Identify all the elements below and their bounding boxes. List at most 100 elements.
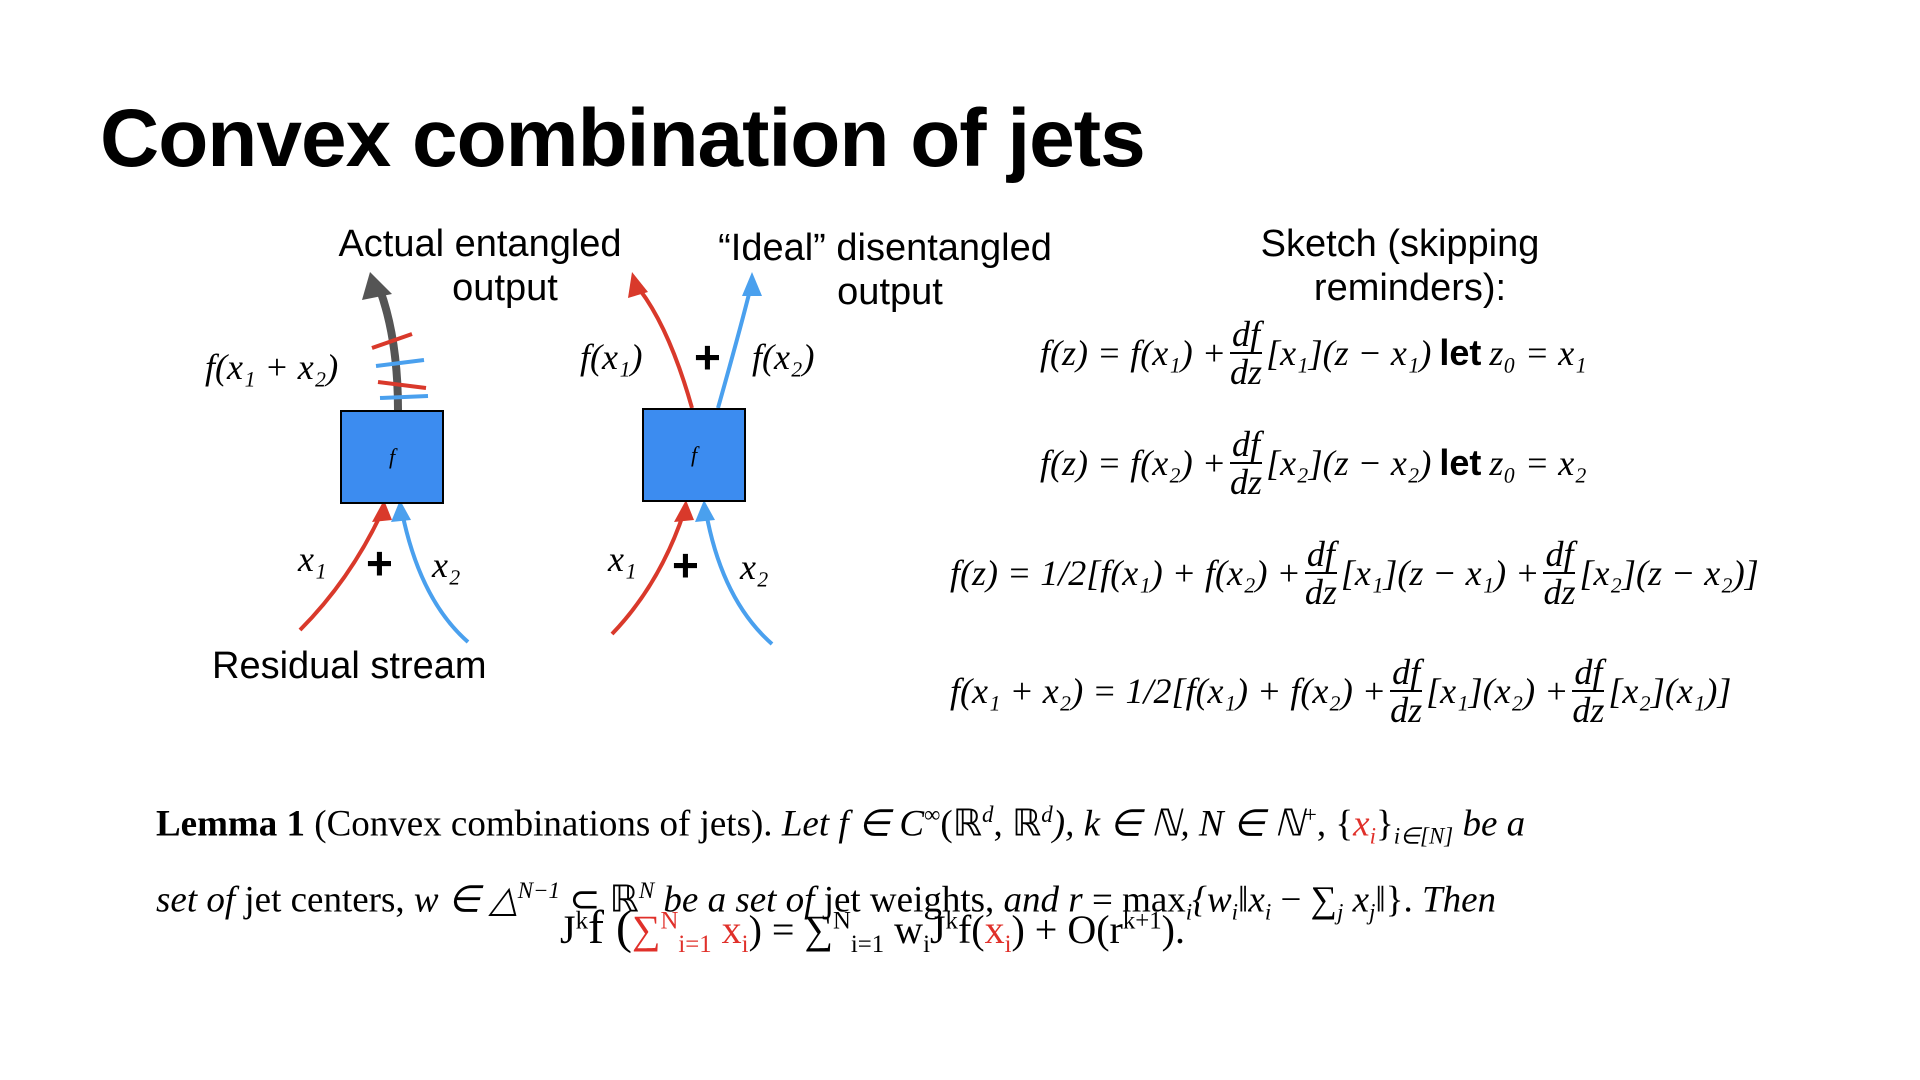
- lemma-l2-h-sub: i: [1185, 899, 1193, 925]
- left-input-x1-arrow: [298, 511, 384, 632]
- lemma-l2-d: ⊂ ℝ: [560, 879, 639, 921]
- lemma-l2-n: Then: [1412, 879, 1497, 921]
- eq1-lhs: f(z) = f(x₁) +: [1040, 333, 1227, 373]
- lemma-l2-a: set of: [156, 879, 236, 921]
- lemma-block: Lemma 1 (Convex combinations of jets). L…: [156, 788, 1776, 939]
- jet-sum: ∑: [631, 907, 661, 952]
- lemma-l2-c-sup: N−1: [517, 877, 561, 903]
- jet-c-sup: N: [832, 907, 851, 935]
- f-x2-label: f(x₂): [752, 337, 815, 377]
- jet-x-sub: i: [741, 931, 749, 958]
- jet-h: ) + O(r: [1011, 907, 1123, 952]
- label-residual-stream: Residual stream: [212, 645, 487, 687]
- jet-sum-sub: i=1: [678, 931, 712, 958]
- sketch-heading-line2: reminders):: [1313, 267, 1507, 309]
- eq2-num: df: [1230, 424, 1263, 464]
- jet-e-sup: k: [945, 907, 958, 935]
- lemma-p5-red-sub: i: [1369, 823, 1376, 849]
- lemma-p4-sup: +: [1303, 802, 1317, 827]
- eq3-rhs: [x₂](z − x₂)]: [1579, 553, 1759, 593]
- eq4-num2: df: [1572, 652, 1605, 692]
- jet-b: f (: [587, 901, 632, 954]
- right-output-blue-arrowhead: [742, 272, 762, 296]
- left-output-arrowhead: [362, 272, 392, 300]
- eq1-fraction: df dz: [1230, 316, 1263, 392]
- function-box-right-label: f: [690, 442, 698, 467]
- right-output-blue-arrow: [716, 289, 752, 409]
- eq3-mid: [x₁](z − x₁) +: [1340, 553, 1540, 593]
- eq4-mid: [x₁](x₂) +: [1426, 671, 1569, 711]
- lemma-l2-l: x: [1343, 879, 1370, 921]
- label-ideal-output: “Ideal” disentangled output: [690, 226, 1080, 314]
- lemma-p6: }: [1375, 803, 1394, 845]
- label-ideal-line2: output: [837, 271, 943, 313]
- lemma-p1-sup: ∞: [924, 802, 941, 827]
- lemma-p3: , ℝ: [993, 803, 1042, 845]
- right-input-x2-arrowhead: [695, 500, 715, 522]
- eq3-num1: df: [1304, 534, 1337, 574]
- jet-equation: Jkf (∑Ni=1 xi) = ∑Ni=1 wiJkf(xi) + O(rk+…: [560, 900, 1185, 959]
- eq1-den: dz: [1230, 352, 1263, 392]
- lemma-l2-g: and r: [994, 879, 1083, 921]
- right-output-red-arrow: [638, 288, 694, 409]
- eq1-let: let: [1439, 332, 1482, 373]
- jet-e: J: [929, 907, 946, 952]
- jet-d: w: [884, 907, 924, 952]
- equation-3: f(z) = 1/2[f(x₁) + f(x₂) + df dz [x₁](z …: [950, 536, 1759, 610]
- sketch-heading-line1: Sketch (skipping: [1260, 223, 1540, 265]
- lemma-line-2: set of jet centers, w ∈ △N−1 ⊂ ℝN be a s…: [156, 864, 1776, 940]
- right-output-red-arrowhead: [628, 272, 648, 298]
- f-sum-label: f(x₁ + x₂): [205, 347, 339, 387]
- eq2-let: let: [1439, 442, 1482, 483]
- jet-i: ).: [1161, 907, 1185, 952]
- jet-c-sub: i=1: [850, 931, 885, 958]
- blue-hash-2: [379, 394, 429, 400]
- lemma-l2-c: w ∈ △: [413, 879, 518, 921]
- lemma-l2-h: = max: [1082, 879, 1186, 921]
- eq3-den2: dz: [1543, 572, 1576, 612]
- lemma-l2-e: be a set of: [654, 879, 815, 921]
- eq1-rhs: [x₁](z − x₁): [1266, 333, 1432, 373]
- left-input-x2-arrow: [400, 511, 470, 644]
- plus-left: +: [366, 537, 393, 589]
- red-hash-2: [377, 380, 427, 390]
- lemma-name: (Convex combinations of jets).: [314, 803, 773, 845]
- jet-sum-sup: N: [660, 907, 679, 935]
- lemma-line-1: Lemma 1 (Convex combinations of jets). L…: [156, 788, 1776, 864]
- lemma-l2-i-sub: i: [1231, 899, 1239, 925]
- x1-left-label: x₁: [298, 539, 327, 579]
- jet-c: ) = ∑: [748, 907, 833, 952]
- lemma-p2-sup: d: [982, 802, 994, 827]
- eq1-z0: z₀ = x₁: [1489, 333, 1587, 373]
- slide-title: Convex combination of jets: [100, 93, 1146, 184]
- lemma-l2-l-sub: j: [1369, 899, 1376, 925]
- plus-top: +: [694, 331, 721, 383]
- x2-left-label: x₂: [432, 545, 461, 585]
- lemma-p2: (ℝ: [940, 803, 983, 845]
- lemma-l2-k-sub: j: [1336, 899, 1344, 925]
- right-input-x1-arrowhead: [674, 500, 694, 522]
- lemma-title: Lemma 1: [156, 803, 305, 845]
- eq4-num1: df: [1390, 652, 1423, 692]
- eq4-fraction-1: df dz: [1390, 652, 1423, 728]
- plus-right: +: [672, 539, 699, 591]
- eq2-fraction: df dz: [1230, 424, 1263, 500]
- jet-a-sup: k: [575, 907, 588, 935]
- function-box-left: f: [340, 410, 444, 504]
- eq2-rhs: [x₂](z − x₂): [1266, 443, 1432, 483]
- lemma-l2-k: − ∑: [1271, 879, 1337, 921]
- jet-g-red: x: [984, 907, 1005, 952]
- blue-hash-1: [375, 358, 425, 368]
- lemma-p1: Let f ∈ C: [781, 803, 925, 845]
- equation-4: f(x₁ + x₂) = 1/2[f(x₁) + f(x₂) + df dz […: [950, 654, 1731, 728]
- left-input-x1-arrowhead: [372, 500, 392, 522]
- lemma-p6-sub: i∈[N]: [1393, 823, 1454, 849]
- lemma-p5: , {: [1316, 803, 1354, 845]
- eq4-rhs: [x₂](x₁)]: [1608, 671, 1732, 711]
- jet-x: x: [711, 907, 742, 952]
- red-hash-1: [371, 332, 413, 350]
- eq2-z0: z₀ = x₂: [1489, 443, 1587, 483]
- eq3-den1: dz: [1304, 572, 1337, 612]
- lemma-p3-sup: d: [1041, 802, 1053, 827]
- lemma-l2-d-sup: N: [638, 877, 655, 903]
